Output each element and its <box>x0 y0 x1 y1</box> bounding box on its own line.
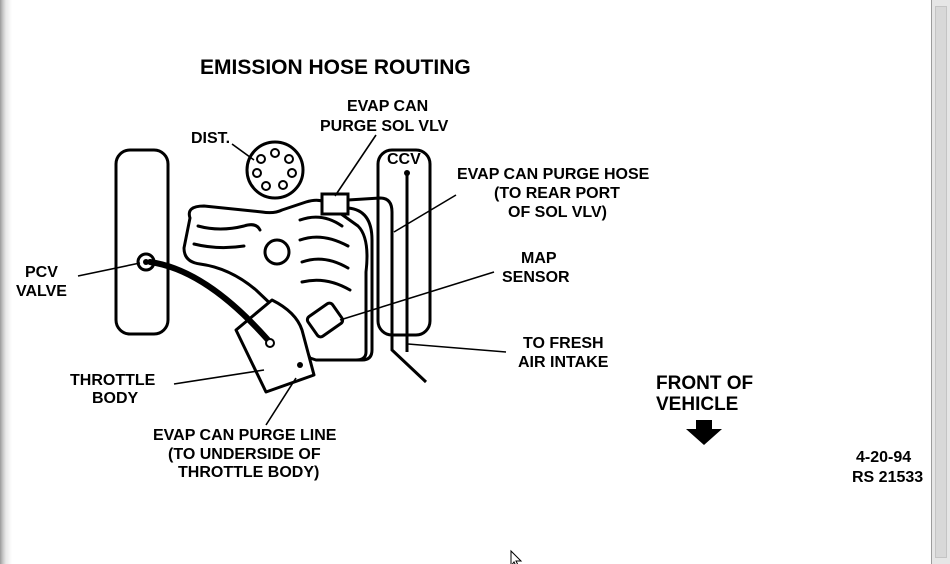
label-evap-sol-2: PURGE SOL VLV <box>320 118 449 135</box>
manifold-boss <box>263 238 291 266</box>
map-sensor <box>305 301 345 339</box>
intake-manifold <box>182 198 369 362</box>
distributor <box>245 140 305 200</box>
manifold-runners <box>192 215 352 292</box>
label-purge-hose-3: OF SOL VLV) <box>508 204 607 221</box>
emission-hose-diagram: EMISSION HOSE ROUTING <box>16 56 923 564</box>
label-map-1: MAP <box>521 250 557 267</box>
scrollbar-thumb[interactable] <box>935 6 947 558</box>
label-dist: DIST. <box>191 130 230 147</box>
ccv-housing <box>376 148 432 337</box>
label-throttle-1: THROTTLE <box>70 372 156 389</box>
leader-lines <box>77 134 507 426</box>
label-throttle-2: BODY <box>92 390 139 407</box>
label-purge-hose-2: (TO REAR PORT <box>494 185 620 202</box>
label-purge-hose-1: EVAP CAN PURGE HOSE <box>457 166 650 183</box>
label-fresh-air-1: TO FRESH <box>523 335 604 352</box>
label-front-2: VEHICLE <box>656 394 738 415</box>
label-front-1: FRONT OF <box>656 373 753 394</box>
label-fresh-air-2: AIR INTAKE <box>518 354 609 371</box>
label-purge-line-3: THROTTLE BODY) <box>178 464 319 481</box>
label-pcv-1: PCV <box>25 264 58 281</box>
evap-purge-hose <box>347 196 428 384</box>
label-ccv: CCV <box>387 151 421 168</box>
label-evap-sol-1: EVAP CAN <box>347 98 428 115</box>
diagram-title: EMISSION HOSE ROUTING <box>200 56 471 79</box>
label-ref: RS 21533 <box>852 469 923 486</box>
evap-purge-line <box>316 206 374 362</box>
down-arrow-icon <box>686 420 722 445</box>
evap-purge-solenoid <box>320 192 350 216</box>
scrollbar[interactable] <box>931 0 950 564</box>
throttle-body <box>234 298 316 394</box>
label-purge-line-2: (TO UNDERSIDE OF <box>168 446 321 463</box>
label-purge-line-1: EVAP CAN PURGE LINE <box>153 427 337 444</box>
mouse-pointer-icon <box>510 549 523 564</box>
window-left-border <box>0 0 12 564</box>
left-component <box>114 148 170 336</box>
label-date: 4-20-94 <box>856 449 911 466</box>
throttle-port <box>297 362 303 368</box>
label-pcv-2: VALVE <box>16 283 67 300</box>
pcv-hose <box>147 259 271 343</box>
label-map-2: SENSOR <box>502 269 570 286</box>
